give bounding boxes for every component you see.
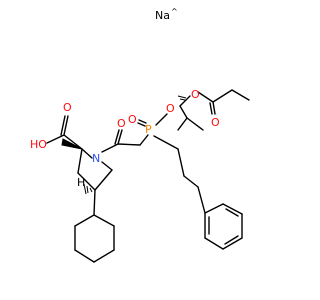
- bond-chain: [153, 135, 179, 150]
- bond-n-co: [101, 143, 119, 153]
- wedge-acid: [61, 138, 83, 150]
- stereo-marks: [61, 95, 187, 195]
- ester-carbonyl-oxygen-label: O: [211, 116, 220, 129]
- bonds: [46, 89, 250, 263]
- bond-p-o-double: [138, 119, 147, 124]
- bond-acid-c-ca: [63, 134, 83, 150]
- sodium-mark: ^: [171, 7, 178, 16]
- amide-oxygen-label: O: [117, 117, 126, 130]
- acid-oh-label: HO: [30, 138, 47, 151]
- phosphorus-label: P: [145, 123, 152, 136]
- stereo-h-label: H: [77, 176, 85, 189]
- bond-p-o: [155, 113, 168, 126]
- nitrogen-label: N: [92, 152, 100, 165]
- bond-phenyl: [204, 203, 224, 214]
- bond-ester: [179, 95, 191, 107]
- bond-ring: [81, 148, 93, 159]
- sodium-label: Na: [155, 9, 170, 22]
- molecule-structure: Na ^ HO O N O P O O O O H: [30, 7, 250, 263]
- bond-ring-cyclohexyl: [93, 189, 96, 216]
- ester-oxygen-2-label: O: [191, 88, 200, 101]
- ester-oxygen-label: O: [166, 102, 175, 115]
- bond-acid-c-o: [46, 134, 65, 144]
- atom-labels: Na ^ HO O N O P O O O O H: [30, 7, 220, 189]
- acid-carbonyl-oxygen-label: O: [63, 101, 72, 114]
- bond-acid-c-co: [63, 115, 69, 136]
- phosphoryl-oxygen-label: O: [128, 113, 137, 126]
